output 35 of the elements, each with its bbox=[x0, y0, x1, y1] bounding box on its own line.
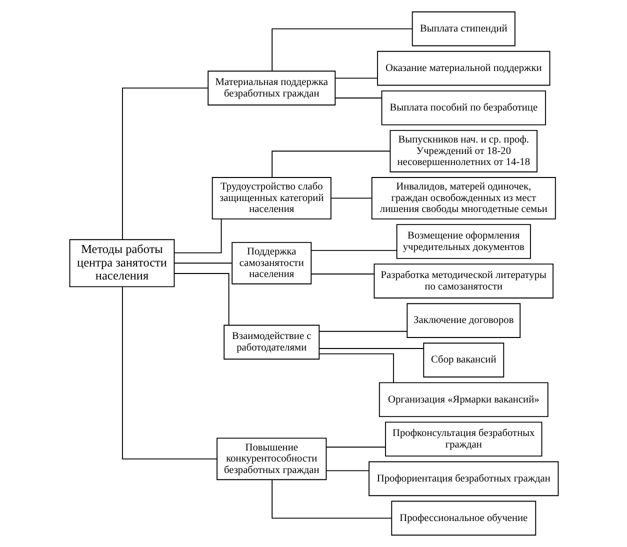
node-box: Профконсультация безработных граждан bbox=[384, 422, 542, 457]
node-box: Возмещение оформления учредительных документов bbox=[396, 224, 530, 259]
node-box: Оказание материальной поддержки bbox=[376, 50, 550, 86]
node-box: Выплата стипендий bbox=[411, 11, 515, 46]
node-box: Поддержка самозанятости населения bbox=[231, 242, 312, 284]
connector bbox=[325, 446, 386, 448]
connector bbox=[122, 88, 208, 240]
node-box: Повышение конкурентособности безработных граждан bbox=[216, 438, 326, 480]
node-box: Профориентация безработных граждан bbox=[368, 461, 558, 496]
connector bbox=[318, 348, 424, 349]
node-box: Методы работы центра занятости населения bbox=[68, 239, 174, 288]
node-box: Разработка методической литературы по самозанятости bbox=[373, 264, 554, 298]
connector bbox=[173, 262, 232, 264]
connector bbox=[334, 78, 378, 79]
connector bbox=[318, 353, 394, 384]
connector bbox=[310, 250, 397, 251]
connector bbox=[174, 273, 229, 326]
node-box: Трудоустройство слабо защищенных категорий населения bbox=[211, 177, 331, 220]
connector bbox=[271, 479, 392, 519]
node-box: Организация «Ярмарки вакансий» bbox=[378, 382, 548, 418]
node-box: Взаимодействие с работодателями bbox=[223, 324, 320, 360]
node-box: Выплата пособий по безработице bbox=[380, 90, 546, 126]
connector bbox=[271, 150, 390, 178]
connector bbox=[271, 28, 412, 72]
connector bbox=[122, 286, 217, 460]
connector bbox=[325, 470, 369, 472]
connector bbox=[173, 218, 222, 254]
node-box: Заключение договоров bbox=[406, 303, 520, 338]
node-box: Выпускников нач. и ср. проф. Учреждений от 18-20 несовершеннолетних от 14-18 bbox=[389, 130, 538, 172]
node-box: Материальная поддержка безработных граждан bbox=[207, 70, 336, 106]
connector bbox=[330, 198, 372, 199]
node-box: Профессиональное обучение bbox=[390, 500, 536, 536]
node-box: Инвалидов, матерей одиночек, граждан освобожденных из мест лишения свободы многодетные семьи bbox=[370, 177, 556, 220]
node-box: Сбор вакансий bbox=[422, 342, 504, 378]
connector bbox=[318, 330, 407, 332]
